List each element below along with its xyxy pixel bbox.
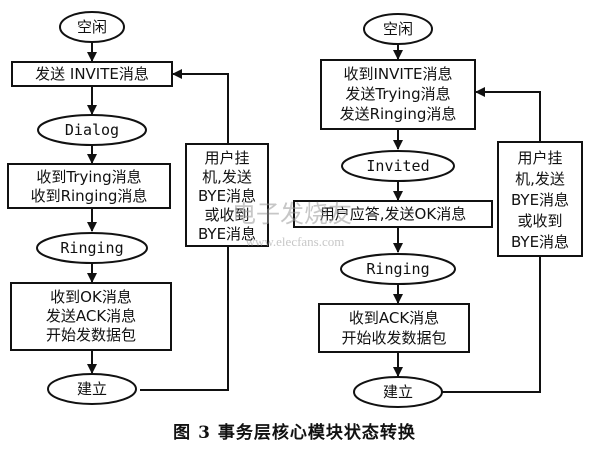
right-established-state: [353, 376, 443, 408]
right-ringing-state: [340, 253, 456, 285]
right-idle-state: [363, 13, 433, 45]
right-invited-state: [341, 150, 455, 182]
right-hangup-line3: BYE消息: [511, 191, 569, 209]
left-recv-trying-line1: 收到Trying消息: [36, 168, 141, 186]
right-invited-label: Invited: [366, 157, 429, 175]
right-recv-invite-box: [320, 59, 476, 130]
right-hangup-line4: 或收到: [517, 212, 562, 230]
right-recv-ack-box: [318, 303, 470, 353]
left-hangup-line3: BYE消息: [198, 187, 256, 205]
left-ringing-label: Ringing: [60, 239, 123, 257]
right-hangup-box: [497, 141, 583, 257]
right-recv-invite-line1: 收到INVITE消息: [344, 65, 453, 83]
left-established-state: [47, 373, 137, 405]
watermark-url: www.elecfans.com: [246, 234, 345, 249]
right-idle-label: 空闲: [383, 20, 413, 38]
left-flow: 空闲 发送 INVITE消息 Dialog 收到Trying消息 收到Ringi…: [7, 11, 269, 405]
left-hangup-line2: 机,发送: [202, 168, 252, 186]
edge-right-hangup-recv: [475, 87, 541, 142]
right-flow: 空闲 收到INVITE消息 发送Trying消息 发送Ringing消息 Inv…: [293, 13, 583, 408]
left-dialog-state: [37, 114, 147, 146]
left-send-invite-label: 发送 INVITE消息: [35, 65, 149, 83]
left-recv-ok-line2: 发送ACK消息: [46, 307, 136, 325]
right-established-label: 建立: [383, 383, 413, 401]
edge-left-hangup-send: [172, 69, 229, 144]
left-recv-trying-box: [7, 163, 171, 209]
left-hangup-line5: BYE消息: [198, 225, 256, 243]
edge-right-established-hangup: [442, 256, 541, 393]
right-recv-invite-line3: 发送Ringing消息: [340, 105, 457, 123]
left-hangup-line4: 或收到: [204, 206, 249, 224]
watermark: 电子发烧友 www.elecfans.com: [232, 201, 352, 249]
edge-left-established-hangup: [140, 246, 229, 391]
left-recv-ok-line3: 开始发数据包: [46, 326, 136, 344]
left-send-invite-box: [11, 61, 173, 87]
right-hangup-line5: BYE消息: [511, 233, 569, 251]
right-recv-invite-line2: 发送Trying消息: [345, 85, 450, 103]
left-dialog-label: Dialog: [65, 121, 119, 139]
left-idle-state: [59, 11, 125, 43]
figure-caption: 图 3 事务层核心模块状态转换: [173, 423, 416, 443]
right-hangup-line2: 机,发送: [515, 170, 565, 188]
right-user-answer-box: [293, 200, 493, 228]
left-ringing-state: [36, 232, 148, 264]
right-recv-ack-line2: 开始收发数据包: [341, 329, 446, 347]
right-recv-ack-line1: 收到ACK消息: [349, 309, 439, 327]
right-user-answer-label: 用户应答,发送OK消息: [320, 205, 466, 223]
left-recv-ok-line1: 收到OK消息: [50, 288, 132, 306]
right-ringing-label: Ringing: [366, 260, 429, 278]
left-hangup-line1: 用户挂: [204, 149, 249, 167]
left-established-label: 建立: [77, 380, 107, 398]
watermark-logo-text: 电子发烧友: [232, 201, 352, 228]
left-hangup-box: [185, 143, 269, 247]
left-recv-trying-line2: 收到Ringing消息: [31, 187, 148, 205]
left-idle-label: 空闲: [77, 18, 107, 36]
left-recv-ok-box: [10, 282, 172, 351]
right-hangup-line1: 用户挂: [517, 149, 562, 167]
